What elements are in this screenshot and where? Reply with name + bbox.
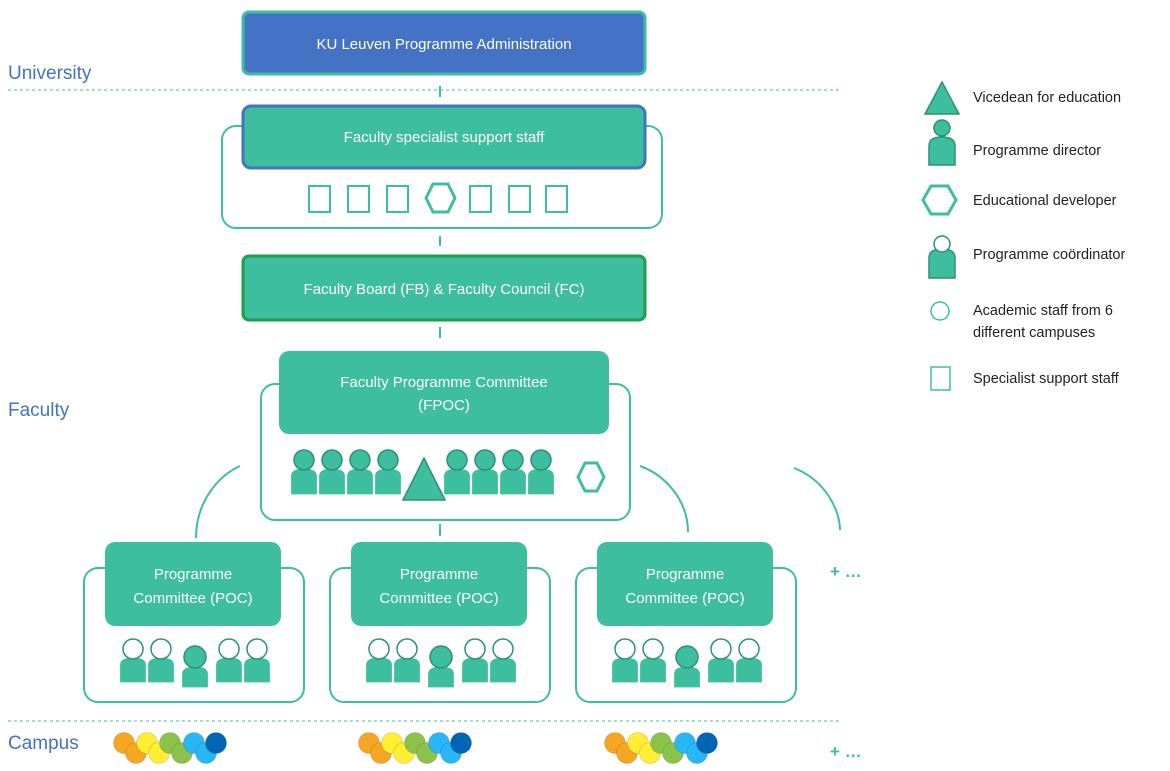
person-filled-icon <box>442 449 472 496</box>
poc-label-line1: Programme <box>400 566 478 583</box>
more-committees-label: + … <box>830 562 862 581</box>
legend-label-specialist-staff: Specialist support staff <box>973 371 1120 387</box>
square-icon <box>308 185 331 213</box>
more-campuses-label: + … <box>830 742 862 761</box>
legend-label-academic-staff-line2: different campuses <box>973 325 1095 341</box>
person-filled-icon <box>345 449 375 496</box>
faculty-board-label: Faculty Board (FB) & Faculty Council (FC… <box>304 281 585 298</box>
person-filled-icon <box>470 449 500 496</box>
person-white-head-icon <box>146 638 176 684</box>
person-white-head-icon <box>392 638 422 684</box>
specialist-staff-icons <box>308 182 568 214</box>
legend-label-programme-coordinator: Programme coördinator <box>973 247 1125 263</box>
fpoc-box <box>279 351 609 434</box>
legend-label-academic-staff-line1: Academic staff from 6 <box>973 303 1113 319</box>
hexagon-icon <box>576 461 606 493</box>
campus-dot <box>450 732 472 754</box>
hexagon-icon <box>424 182 457 214</box>
person-filled-icon <box>317 449 347 496</box>
legend-label-educational-developer: Educational developer <box>973 193 1117 209</box>
programme-administration-box <box>241 10 647 76</box>
person-white-head-icon <box>638 638 668 684</box>
campus-dot <box>696 732 718 754</box>
programme-administration-label: KU Leuven Programme Administration <box>316 36 571 53</box>
campus-cluster <box>604 732 718 764</box>
poc-label-line1: Programme <box>154 566 232 583</box>
person-filled-icon <box>498 449 528 496</box>
poc-label-line2: Committee (POC) <box>379 590 498 607</box>
square-icon <box>545 185 568 213</box>
person-white-head-icon <box>706 638 736 684</box>
level-label-campus: Campus <box>8 733 79 754</box>
fpoc-members <box>289 449 556 501</box>
campus-dot <box>205 732 227 754</box>
person-white-head-icon <box>118 638 148 684</box>
legend-label-programme-director: Programme director <box>973 143 1101 159</box>
legend-person-white-head-icon <box>928 235 956 279</box>
square-icon <box>469 185 492 213</box>
legend-person-filled-icon <box>928 119 956 166</box>
poc-box <box>105 542 281 626</box>
person-white-head-icon <box>610 638 640 684</box>
triangle-icon <box>401 456 447 501</box>
campus-clusters <box>113 732 718 764</box>
legend-label-vicedean: Vicedean for education <box>973 90 1121 106</box>
person-filled-icon <box>180 645 210 689</box>
poc-label-line2: Committee (POC) <box>133 590 252 607</box>
person-filled-icon <box>672 645 702 689</box>
person-filled-icon <box>289 449 319 496</box>
connector-arc-left <box>195 465 241 539</box>
legend-hexagon-icon <box>921 184 958 216</box>
specialist-staff-box <box>241 104 647 170</box>
person-white-head-icon <box>734 638 764 684</box>
connector-arc-right <box>639 465 689 533</box>
legend: Vicedean for education Programme directo… <box>921 80 1125 391</box>
faculty-board-box <box>241 254 647 322</box>
person-white-head-icon <box>488 638 518 684</box>
poc-box <box>351 542 527 626</box>
fpoc-label-line1: Faculty Programme Committee <box>340 374 548 391</box>
campus-cluster <box>358 732 472 764</box>
specialist-staff-label: Faculty specialist support staff <box>344 129 545 146</box>
legend-circle-icon <box>930 301 950 321</box>
level-label-university: University <box>8 63 92 84</box>
poc-box <box>597 542 773 626</box>
level-label-faculty: Faculty <box>8 400 70 421</box>
poc-label-line1: Programme <box>646 566 724 583</box>
square-icon <box>508 185 531 213</box>
person-white-head-icon <box>364 638 394 684</box>
person-filled-icon <box>426 645 456 689</box>
person-white-head-icon <box>214 638 244 684</box>
square-icon <box>347 185 370 213</box>
poc-label-line2: Committee (POC) <box>625 590 744 607</box>
person-white-head-icon <box>242 638 272 684</box>
fpoc-label-line2: (FPOC) <box>418 397 470 414</box>
campus-cluster <box>113 732 227 764</box>
connector-arc-more <box>793 467 841 531</box>
person-filled-icon <box>373 449 403 496</box>
square-icon <box>386 185 409 213</box>
legend-square-icon <box>930 366 951 391</box>
person-filled-icon <box>526 449 556 496</box>
legend-triangle-icon <box>923 80 961 115</box>
person-white-head-icon <box>460 638 490 684</box>
